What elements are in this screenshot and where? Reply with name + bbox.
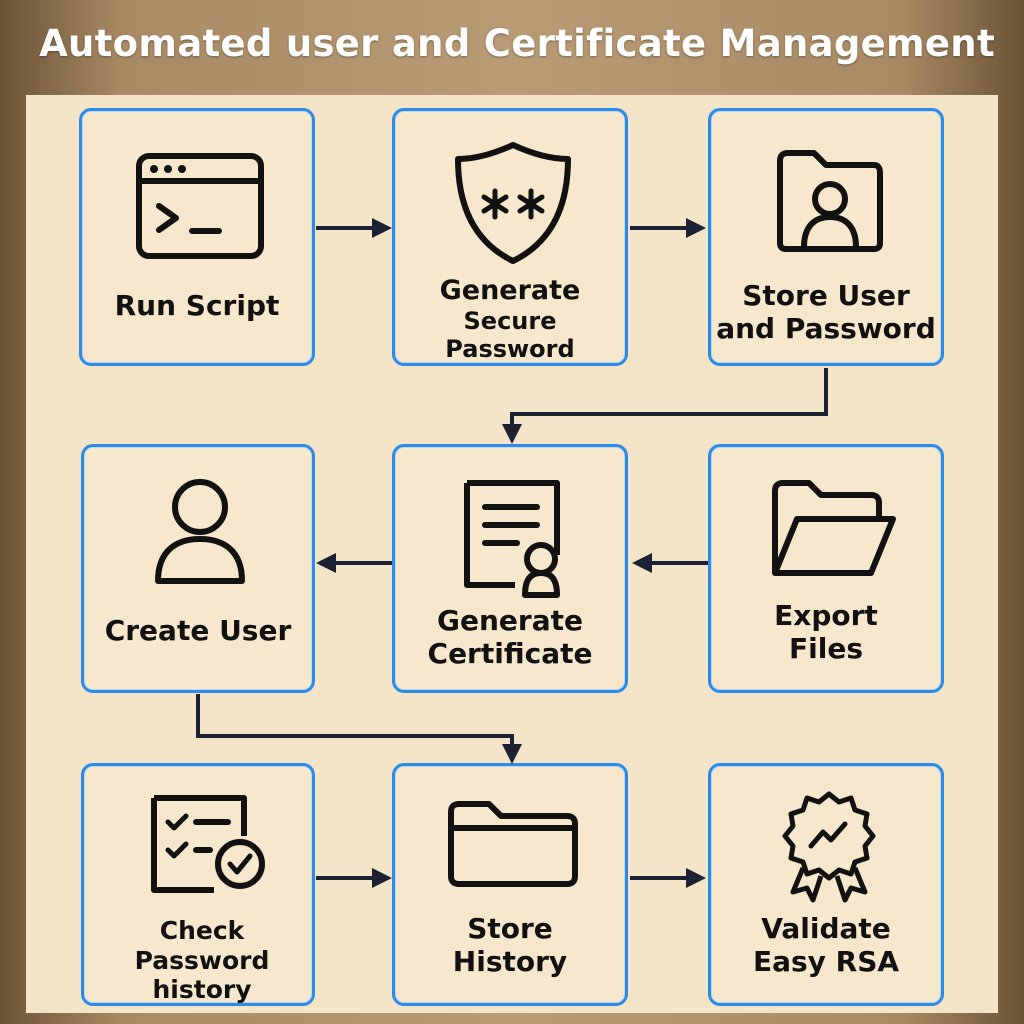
step-export-files: Export Files [708,444,944,693]
step-label: Create User [104,614,292,647]
step-create-user: Create User [81,444,315,693]
step-check-password-history: Check Password history [81,763,315,1006]
terminal-icon [136,153,264,259]
step-label: Store User and Password [716,279,936,346]
folder-icon [448,801,578,887]
award-badge-icon [782,791,876,903]
step-validate-easy-rsa: Validate Easy RSA [708,763,944,1006]
step-label: Generate Certificate [427,604,593,671]
step-label: Export Files [774,599,878,666]
step-label: Run Script [114,289,280,322]
step-store-user-and-password: Store User and Password [708,108,944,366]
arrow-user-to-history [196,694,514,748]
arrow-store-to-certificate [510,368,828,428]
step-store-history: Store History [392,763,628,1006]
user-folder-icon [777,150,883,252]
certificate-icon [464,480,560,598]
shield-password-icon [455,142,571,264]
step-label: Validate Easy RSA [752,912,900,979]
open-folder-icon [772,480,896,576]
step-generate-certificate: Generate Certificate [392,444,628,693]
diagram-title: Automated user and Certificate Managemen… [39,22,995,65]
user-icon [155,479,245,584]
step-generate-secure-password: Generate Secure Password [392,108,628,366]
step-label: Generate Secure Password [439,275,581,364]
step-label: Check Password history [134,916,270,1004]
step-label: Store History [452,912,568,979]
checklist-icon [151,795,265,893]
step-run-script: Run Script [79,108,315,366]
